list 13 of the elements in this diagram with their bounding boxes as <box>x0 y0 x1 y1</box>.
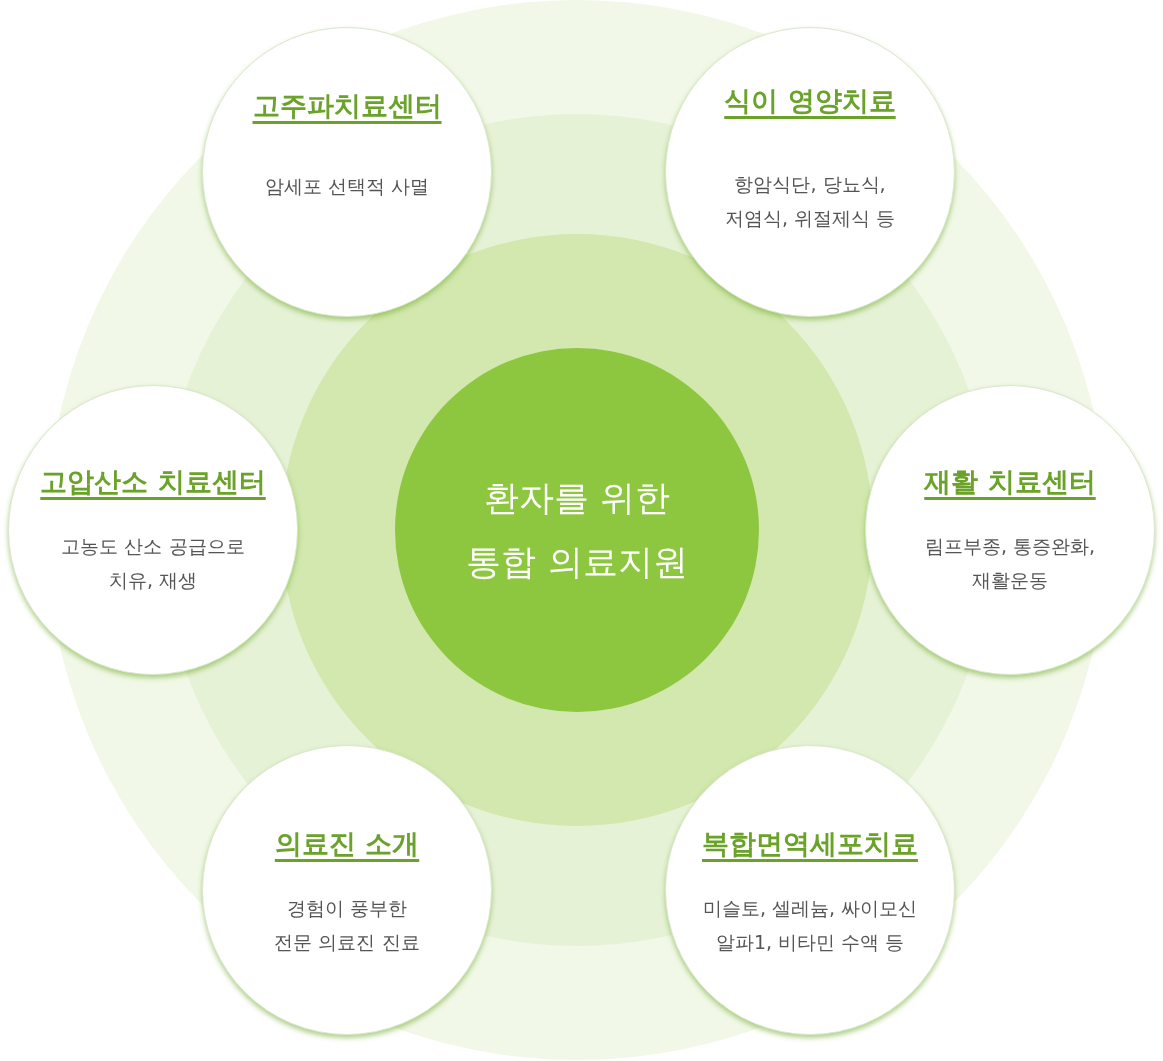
description: 경험이 풍부한 전문 의료진 진료 <box>273 896 421 955</box>
heading: 식이 영양치료 <box>724 84 896 118</box>
description: 미슬토, 셀레늄, 싸이모신 알파1, 비타민 수액 등 <box>701 896 919 955</box>
heading: 고주파치료센터 <box>252 89 442 123</box>
heading: 의료진 소개 <box>274 827 420 861</box>
description: 고농도 산소 공급으로 치유, 재생 <box>60 534 246 593</box>
heading: 복합면역세포치료 <box>702 827 918 861</box>
description: 항암식단, 당뇨식, 저염식, 위절제식 등 <box>723 172 897 231</box>
heading: 고압산소 치료센터 <box>40 465 266 499</box>
description: 암세포 선택적 사멸 <box>264 174 430 199</box>
description: 림프부종, 통증완화, 재활운동 <box>923 534 1097 593</box>
heading: 재활 치료센터 <box>924 465 1096 499</box>
center-title: 환자를 위한 통합 의료지원 <box>465 477 689 584</box>
